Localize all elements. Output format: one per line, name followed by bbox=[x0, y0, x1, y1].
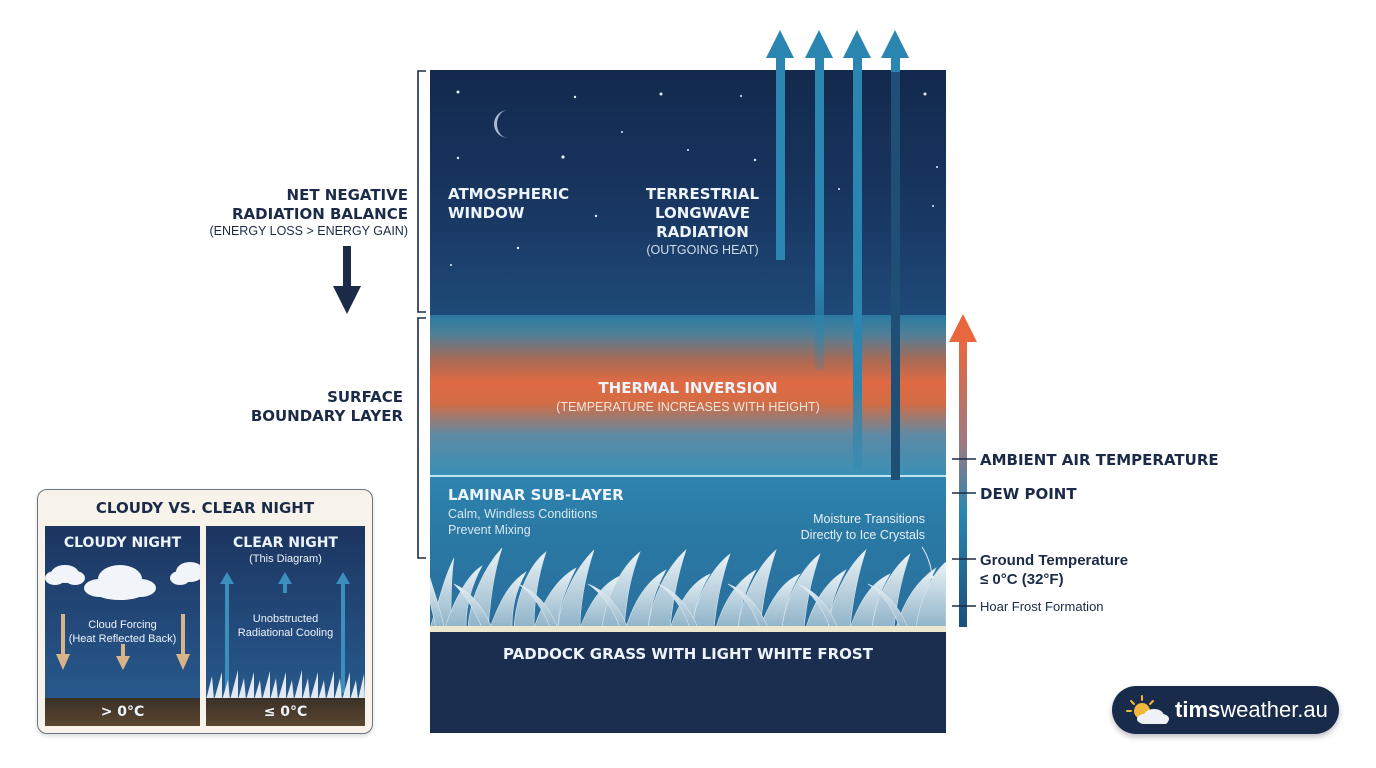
radiation-arrow-shaft bbox=[853, 70, 862, 470]
moon-icon bbox=[494, 110, 508, 138]
brand-name: timsweather.au bbox=[1175, 697, 1328, 723]
brand-badge[interactable]: timsweather.au bbox=[1112, 686, 1339, 734]
layer-separator bbox=[430, 475, 946, 477]
brand-name-bold: tims bbox=[1175, 697, 1221, 722]
cloudy-night-title: CLOUDY NIGHT bbox=[63, 535, 182, 551]
frosted-grass-icon bbox=[206, 670, 365, 700]
atmospheric-window-label: ATMOSPHERIC WINDOW bbox=[448, 185, 570, 222]
terrestrial-radiation-subtitle: (OUTGOING HEAT) bbox=[646, 243, 759, 257]
thermal-inversion-subtitle: (TEMPERATURE INCREASES WITH HEIGHT) bbox=[556, 400, 820, 414]
clear-night-panel: CLEAR NIGHT (This Diagram) Unobstructed … bbox=[206, 526, 365, 726]
up-arrow-icon bbox=[278, 572, 292, 584]
clear-night-note: (This Diagram) bbox=[249, 553, 322, 565]
star-icon bbox=[450, 264, 452, 266]
radiation-arrow-shaft bbox=[815, 70, 824, 370]
thermal-inversion-title: THERMAL INVERSION bbox=[598, 379, 778, 397]
cloudy-night-panel: CLOUDY NIGHT Cloud Forcing (Heat Reflect… bbox=[45, 526, 200, 726]
reflected-heat-arrows bbox=[56, 614, 190, 670]
up-arrow-icon bbox=[336, 572, 350, 584]
right-ticks bbox=[952, 458, 976, 607]
cloud-icon bbox=[45, 562, 200, 600]
up-arrow-icon bbox=[220, 572, 234, 584]
warm-ground-strip bbox=[45, 698, 200, 726]
radiation-arrow-shaft bbox=[776, 70, 785, 260]
star-icon bbox=[621, 131, 623, 133]
cloudy-vs-clear-inset: CLOUDY VS. CLEAR NIGHT CLOUDY NIGHT Clou… bbox=[37, 489, 373, 734]
laminar-subtitle: Calm, Windless Conditions Prevent Mixing bbox=[448, 507, 598, 537]
star-icon bbox=[516, 246, 520, 250]
cloud-forcing-label: Cloud Forcing (Heat Reflected Back) bbox=[68, 619, 177, 645]
up-arrow-icon bbox=[843, 30, 871, 58]
up-arrow-icon bbox=[881, 30, 909, 58]
temperature-gradient-arrow bbox=[949, 314, 977, 627]
star-icon bbox=[923, 92, 927, 96]
stars-group bbox=[450, 90, 938, 266]
cloudy-temperature: > 0°C bbox=[100, 704, 145, 720]
ground-layer bbox=[430, 632, 946, 733]
radiational-cooling-label: Unobstructed Radiational Cooling bbox=[237, 613, 334, 639]
moisture-transition-label: Moisture Transitions Directly to Ice Cry… bbox=[800, 512, 925, 542]
ambient-temperature-label: AMBIENT AIR TEMPERATURE bbox=[980, 451, 1219, 469]
hoar-frost-label: Hoar Frost Formation bbox=[980, 599, 1104, 614]
star-icon bbox=[659, 92, 663, 96]
star-icon bbox=[456, 90, 460, 94]
ground-label: PADDOCK GRASS WITH LIGHT WHITE FROST bbox=[503, 645, 873, 663]
clear-temperature: ≤ 0°C bbox=[263, 704, 308, 720]
radiational-cooling-arrows bbox=[220, 572, 350, 693]
frosted-grass-icon bbox=[430, 547, 946, 629]
up-arrow-icon bbox=[949, 314, 977, 342]
bracket-lines bbox=[417, 70, 426, 559]
brand-name-rest: weather.au bbox=[1220, 697, 1328, 722]
star-icon bbox=[753, 158, 757, 162]
star-icon bbox=[561, 155, 565, 159]
down-arrow-icon bbox=[333, 246, 361, 314]
star-icon bbox=[456, 156, 460, 160]
net-negative-subtitle: (ENERGY LOSS > ENERGY GAIN) bbox=[209, 224, 408, 238]
dew-point-label: DEW POINT bbox=[980, 485, 1077, 503]
radiation-arrowheads bbox=[766, 30, 909, 72]
net-negative-title: NET NEGATIVE RADIATION BALANCE bbox=[232, 186, 408, 223]
star-icon bbox=[594, 214, 598, 218]
star-icon bbox=[838, 188, 840, 190]
frost-line bbox=[430, 626, 946, 632]
star-icon bbox=[573, 95, 577, 99]
terrestrial-radiation-label: TERRESTRIAL LONGWAVE RADIATION bbox=[645, 185, 760, 241]
star-icon bbox=[687, 149, 689, 151]
up-arrow-icon bbox=[766, 30, 794, 58]
surface-boundary-label: SURFACE BOUNDARY LAYER bbox=[250, 388, 403, 425]
star-icon bbox=[740, 95, 742, 97]
ground-temperature-label: Ground Temperature ≤ 0°C (32°F) bbox=[980, 552, 1129, 588]
inset-title: CLOUDY VS. CLEAR NIGHT bbox=[95, 499, 315, 517]
clear-night-title: CLEAR NIGHT bbox=[233, 535, 338, 551]
radiation-arrow-shaft bbox=[891, 70, 900, 480]
sun-cloud-icon bbox=[1126, 695, 1169, 724]
laminar-title: LAMINAR SUB-LAYER bbox=[448, 486, 624, 504]
moisture-pointer bbox=[921, 546, 934, 579]
up-arrow-icon bbox=[805, 30, 833, 58]
star-icon bbox=[936, 166, 938, 168]
star-icon bbox=[932, 205, 934, 207]
atmosphere-column: ATMOSPHERIC WINDOW TERRESTRIAL LONGWAVE … bbox=[430, 70, 946, 733]
frozen-ground-strip bbox=[206, 698, 365, 726]
